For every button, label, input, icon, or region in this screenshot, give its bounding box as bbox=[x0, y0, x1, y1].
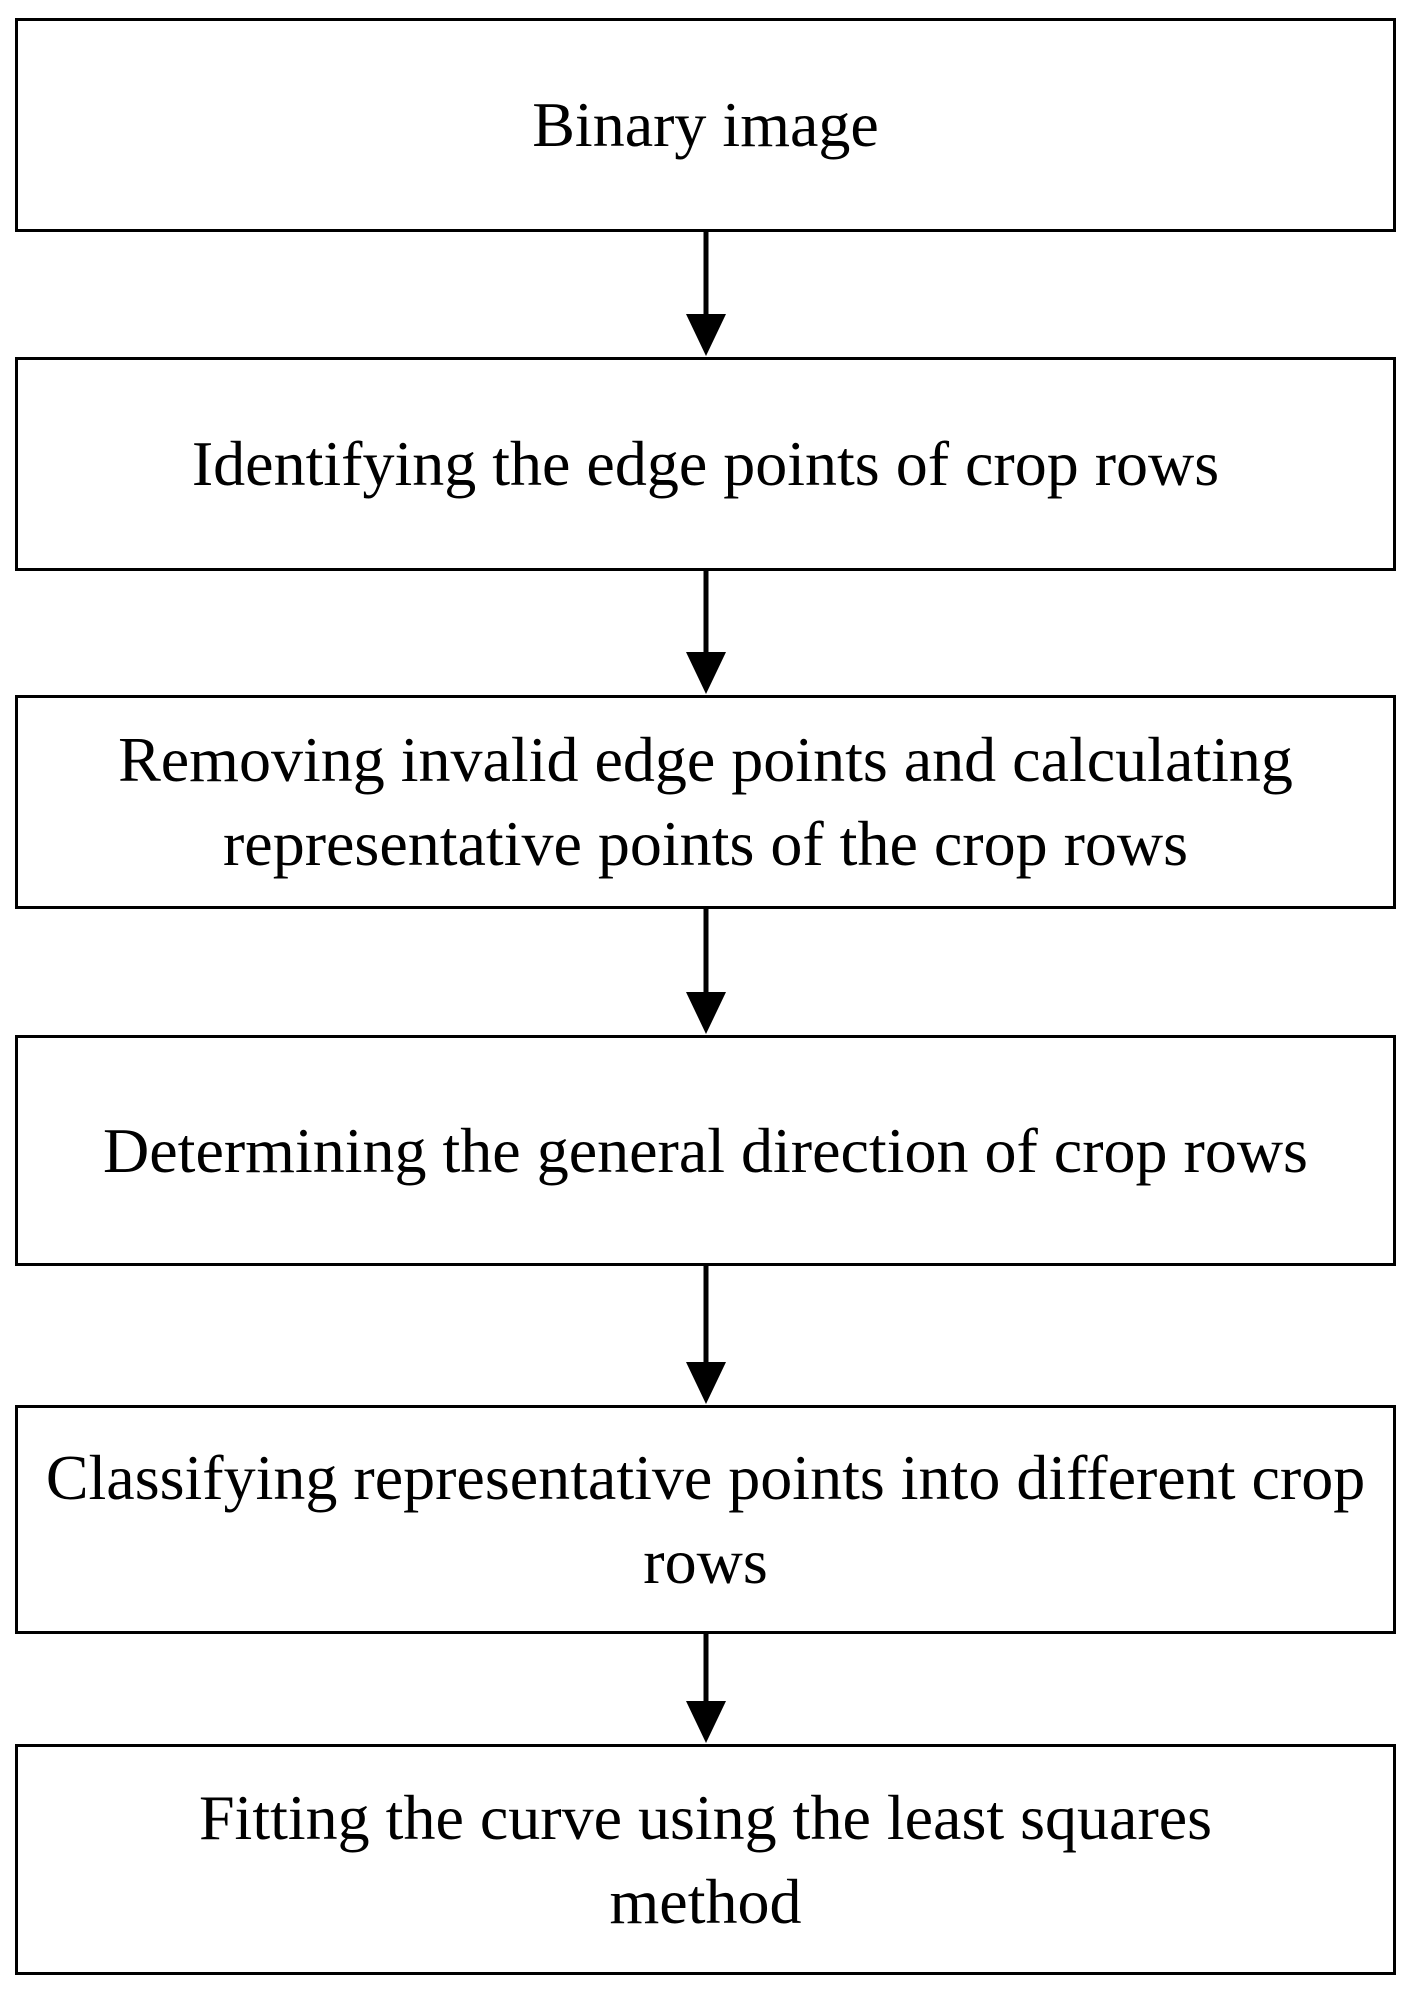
arrow-head bbox=[686, 1701, 726, 1743]
arrow-head bbox=[686, 314, 726, 356]
step-box-identify-edge-points: Identifying the edge points of crop rows bbox=[15, 357, 1396, 571]
step-box-binary-image: Binary image bbox=[15, 18, 1396, 232]
step-label: Removing invalid edge points and calcula… bbox=[118, 724, 1293, 879]
arrow-2-to-3 bbox=[686, 571, 726, 694]
arrow-4-to-5 bbox=[686, 1266, 726, 1404]
step-label: Fitting the curve using the least square… bbox=[198, 1781, 1213, 1937]
arrow-head bbox=[686, 1362, 726, 1404]
step-box-determine-direction: Determining the general direction of cro… bbox=[15, 1035, 1396, 1266]
step-label: Classifying representative points into d… bbox=[45, 1441, 1366, 1597]
arrow-head bbox=[686, 652, 726, 694]
step-label: Determining the general direction of cro… bbox=[103, 1114, 1308, 1186]
step-box-remove-invalid-points: Removing invalid edge points and calcula… bbox=[15, 695, 1396, 909]
arrow-head bbox=[686, 992, 726, 1034]
step-box-fit-curve: Fitting the curve using the least square… bbox=[15, 1744, 1396, 1975]
arrow-3-to-4 bbox=[686, 909, 726, 1034]
arrow-1-to-2 bbox=[686, 232, 726, 356]
arrow-5-to-6 bbox=[686, 1634, 726, 1743]
step-box-classify-points: Classifying representative points into d… bbox=[15, 1405, 1396, 1634]
step-label: Identifying the edge points of crop rows bbox=[191, 428, 1220, 499]
step-label: Binary image bbox=[532, 89, 879, 160]
